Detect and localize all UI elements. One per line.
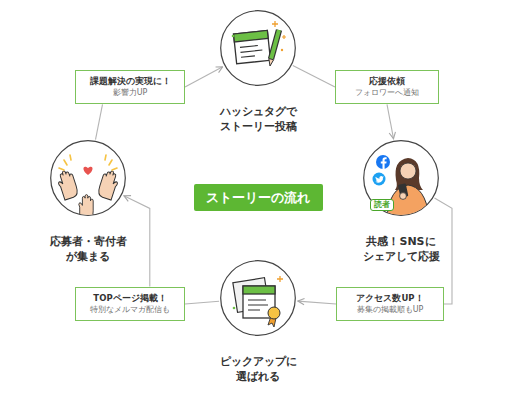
step-circle: 応募者・寄付者 が集まる	[50, 140, 126, 216]
flow-arrow	[96, 104, 103, 139]
flow-arrow	[124, 196, 150, 287]
flow-arrow	[387, 104, 394, 138]
callout-heading: TOPページ掲載！	[85, 292, 175, 305]
callout-heading: 応援依頼	[345, 75, 429, 88]
title-badge: ストーリーの流れ	[194, 184, 323, 211]
callout-note: フォロワーへ通知	[345, 87, 429, 99]
reader-badge: 読者	[370, 199, 394, 211]
callout-heading: 課題解決の実現に！	[85, 75, 175, 88]
step-caption: ピックアップに 選ばれる	[218, 354, 298, 385]
title-text: ストーリーの流れ	[206, 190, 311, 205]
step-caption: 共感！SNSに シェアして応援	[361, 234, 441, 265]
flow-arrow	[298, 301, 336, 304]
pickup-illustration	[220, 260, 296, 336]
callout-box: アクセス数UP！募集の掲載順もUP	[336, 287, 444, 322]
callout-note: 募集の掲載順もUP	[346, 304, 434, 316]
supporters-illustration	[50, 140, 126, 216]
callout-heading: アクセス数UP！	[346, 292, 434, 305]
flow-arrow	[185, 67, 223, 87]
step-circle: ピックアップに 選ばれる	[220, 260, 296, 336]
step-circle: ハッシュタグで ストーリー投稿	[220, 10, 296, 86]
flow-arrow	[293, 66, 335, 87]
callout-note: 特別なメルマガ配信も	[85, 304, 175, 316]
step-caption: 応募者・寄付者 が集まる	[48, 234, 128, 265]
flow-arrow	[185, 301, 219, 304]
callout-box: TOPページ掲載！特別なメルマガ配信も	[75, 287, 185, 322]
callout-box: 応援依頼フォロワーへ通知	[335, 70, 439, 105]
post-illustration	[220, 10, 296, 86]
step-caption: ハッシュタグで ストーリー投稿	[218, 104, 298, 135]
callout-box: 課題解決の実現に！影響力UP	[75, 70, 185, 105]
callout-note: 影響力UP	[85, 87, 175, 99]
